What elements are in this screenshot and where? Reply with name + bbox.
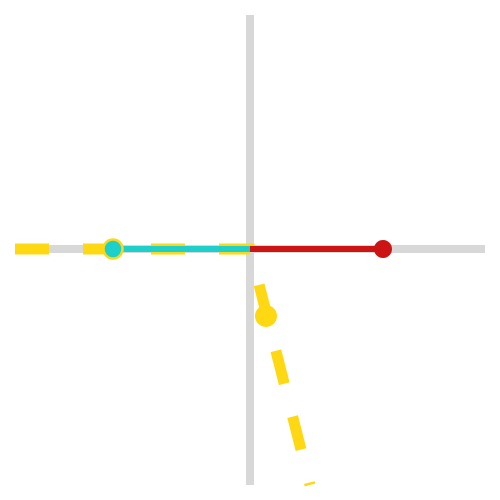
cyan-point: [102, 238, 124, 260]
red-point: [374, 240, 392, 258]
yellow-dashed-path: [15, 243, 316, 487]
yellow-point: [255, 305, 277, 327]
